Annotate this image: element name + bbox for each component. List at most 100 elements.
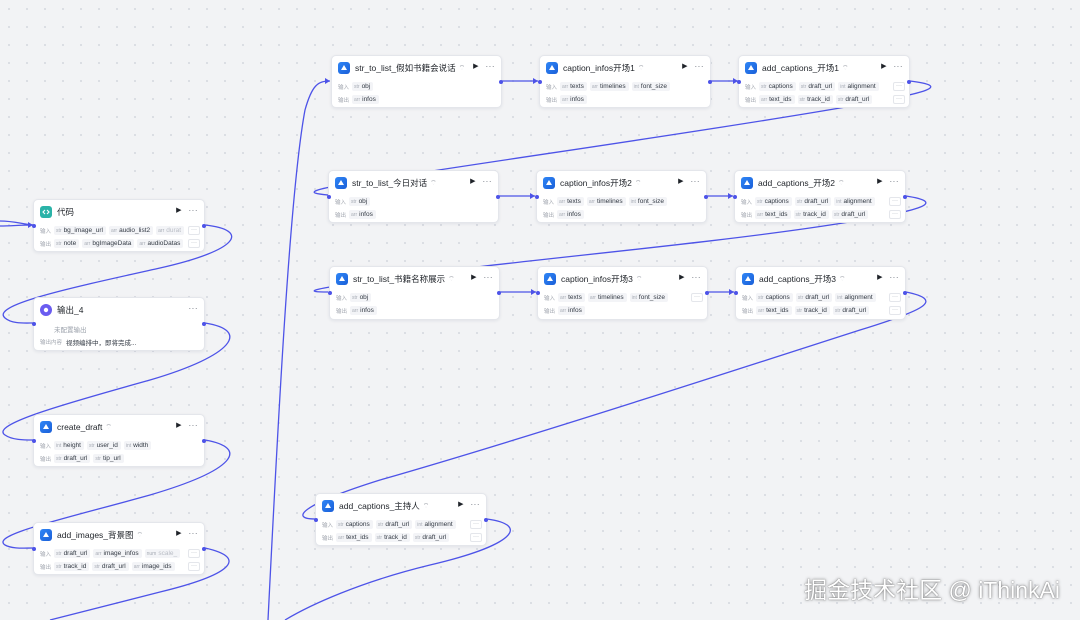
output-port[interactable] bbox=[202, 547, 206, 551]
output-port[interactable] bbox=[704, 195, 708, 199]
run-button[interactable]: ▶ bbox=[176, 207, 182, 214]
more-options-icon[interactable]: ··· bbox=[188, 529, 198, 538]
output-port[interactable] bbox=[903, 291, 907, 295]
more-params-icon[interactable]: ··· bbox=[691, 293, 703, 302]
version-icon: ⌔ bbox=[637, 64, 645, 72]
input-port[interactable] bbox=[733, 195, 737, 199]
output-port[interactable] bbox=[496, 195, 500, 199]
run-button[interactable]: ▶ bbox=[678, 178, 684, 185]
input-port[interactable] bbox=[535, 195, 539, 199]
run-button[interactable]: ▶ bbox=[473, 63, 479, 70]
input-port[interactable] bbox=[32, 224, 36, 228]
more-params-icon[interactable]: ··· bbox=[893, 95, 905, 104]
run-button[interactable]: ▶ bbox=[176, 422, 182, 429]
output-port[interactable] bbox=[484, 518, 488, 522]
edge-add3-host bbox=[302, 291, 927, 520]
run-button[interactable]: ▶ bbox=[682, 63, 688, 70]
more-options-icon[interactable]: ··· bbox=[690, 177, 700, 186]
more-options-icon[interactable]: ··· bbox=[470, 500, 480, 509]
more-params-icon[interactable]: ··· bbox=[470, 520, 482, 529]
inputs-label: 输入 bbox=[543, 199, 555, 206]
more-options-icon[interactable]: ··· bbox=[482, 177, 492, 186]
more-options-icon[interactable]: ··· bbox=[188, 206, 198, 215]
more-params-icon[interactable]: ··· bbox=[188, 562, 200, 571]
input-port[interactable] bbox=[734, 291, 738, 295]
node-title: str_to_list_假如书籍会说话 bbox=[355, 63, 456, 73]
run-button[interactable]: ▶ bbox=[877, 178, 883, 185]
input-port[interactable] bbox=[328, 291, 332, 295]
inputs-label: 输入 bbox=[544, 295, 556, 302]
output-port[interactable] bbox=[708, 80, 712, 84]
output-port[interactable] bbox=[497, 291, 501, 295]
output-port[interactable] bbox=[903, 195, 907, 199]
more-options-icon[interactable]: ··· bbox=[694, 62, 704, 71]
more-params-icon[interactable]: ··· bbox=[188, 226, 200, 235]
more-params-icon[interactable]: ··· bbox=[889, 306, 901, 315]
inputs-label: 输入 bbox=[322, 522, 334, 529]
input-port[interactable] bbox=[327, 195, 331, 199]
more-options-icon[interactable]: ··· bbox=[188, 421, 198, 430]
more-options-icon[interactable]: ··· bbox=[188, 304, 198, 313]
input-port[interactable] bbox=[314, 518, 318, 522]
run-button[interactable]: ▶ bbox=[877, 274, 883, 281]
input-port[interactable] bbox=[32, 439, 36, 443]
version-icon: ⌔ bbox=[634, 179, 642, 187]
output-port[interactable] bbox=[202, 224, 206, 228]
more-options-icon[interactable]: ··· bbox=[483, 273, 493, 282]
more-options-icon[interactable]: ··· bbox=[889, 177, 899, 186]
run-button[interactable]: ▶ bbox=[176, 530, 182, 537]
input-port[interactable] bbox=[737, 80, 741, 84]
more-options-icon[interactable]: ··· bbox=[893, 62, 903, 71]
input-port[interactable] bbox=[32, 547, 36, 551]
more-options-icon[interactable]: ··· bbox=[485, 62, 495, 71]
input-port[interactable] bbox=[536, 291, 540, 295]
output-port[interactable] bbox=[202, 439, 206, 443]
input-port[interactable] bbox=[538, 80, 542, 84]
code-icon bbox=[40, 206, 52, 218]
more-params-icon[interactable]: ··· bbox=[188, 239, 200, 248]
more-params-icon[interactable]: ··· bbox=[188, 549, 200, 558]
more-options-icon[interactable]: ··· bbox=[889, 273, 899, 282]
input-port[interactable] bbox=[32, 322, 36, 326]
more-params-icon[interactable]: ··· bbox=[889, 210, 901, 219]
more-params-icon[interactable]: ··· bbox=[893, 82, 905, 91]
unconfigured-output-text: 未配置输出 bbox=[54, 326, 87, 334]
run-button[interactable]: ▶ bbox=[471, 274, 477, 281]
run-button[interactable]: ▶ bbox=[458, 501, 464, 508]
output-port[interactable] bbox=[499, 80, 503, 84]
run-button[interactable]: ▶ bbox=[679, 274, 685, 281]
output-port[interactable] bbox=[705, 291, 709, 295]
node-output-4[interactable]: 输出_4 ··· 未配置输出 输出内容 视频编排中，即将完成... bbox=[32, 297, 206, 351]
more-params-icon[interactable]: ··· bbox=[889, 293, 901, 302]
run-button[interactable]: ▶ bbox=[881, 63, 887, 70]
output-port[interactable] bbox=[202, 322, 206, 326]
inputs-label: 输入 bbox=[40, 228, 52, 235]
more-options-icon[interactable]: ··· bbox=[691, 273, 701, 282]
more-params-icon[interactable]: ··· bbox=[889, 197, 901, 206]
run-button[interactable]: ▶ bbox=[470, 178, 476, 185]
output-port[interactable] bbox=[907, 80, 911, 84]
more-params-icon[interactable]: ··· bbox=[470, 533, 482, 542]
